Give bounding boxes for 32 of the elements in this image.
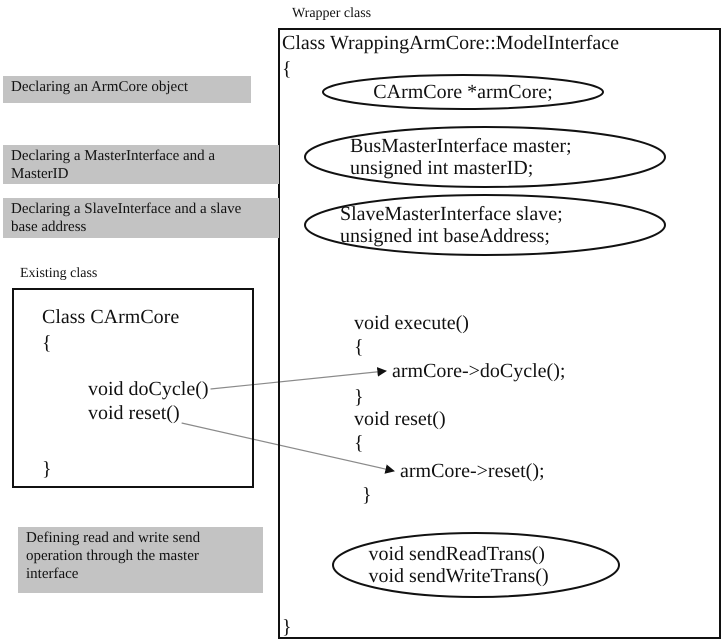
arrow — [210, 367, 387, 390]
class-heading: Existing class — [20, 266, 98, 282]
arrow — [182, 422, 395, 474]
annotation-box: Defining read and write send operation through the master interface — [18, 527, 263, 593]
annotation-box: Declaring a SlaveInterface and a slave base address — [3, 198, 279, 238]
code-line: } — [42, 458, 52, 480]
code-line: { — [282, 58, 292, 80]
code-line: Class CArmCore — [42, 306, 180, 328]
code-line: Class WrappingArmCore::ModelInterface — [282, 32, 620, 54]
code-line: { — [354, 336, 364, 358]
declaration-ellipse — [332, 532, 620, 598]
code-line: void reset() — [88, 402, 180, 424]
code-line: { — [42, 332, 52, 354]
code-line: } — [354, 386, 364, 408]
code-text: BusMasterInterface master; unsigned int masterID; — [350, 135, 573, 179]
declaration-ellipse — [304, 194, 666, 256]
code-line: } — [282, 616, 292, 638]
declaration-ellipse — [304, 126, 666, 188]
annotation-box: Declaring an ArmCore object — [3, 76, 251, 103]
code-line: { — [354, 432, 364, 454]
code-text: CArmCore *armCore; — [373, 81, 553, 103]
code-line: void doCycle() — [88, 378, 209, 400]
code-line: void execute() — [354, 312, 469, 334]
code-text: void sendReadTrans() void sendWriteTrans() — [368, 543, 550, 587]
code-line: armCore->doCycle(); — [392, 360, 566, 382]
declaration-ellipse — [322, 74, 604, 110]
class-heading: Wrapper class — [292, 6, 372, 22]
code-text: SlaveMasterInterface slave; unsigned int baseAddress; — [340, 203, 564, 247]
code-line: armCore->reset(); — [400, 460, 545, 482]
code-line: } — [362, 484, 372, 506]
code-line: void reset() — [354, 408, 446, 430]
annotation-box: Declaring a MasterInterface and a MasterID — [3, 145, 279, 184]
